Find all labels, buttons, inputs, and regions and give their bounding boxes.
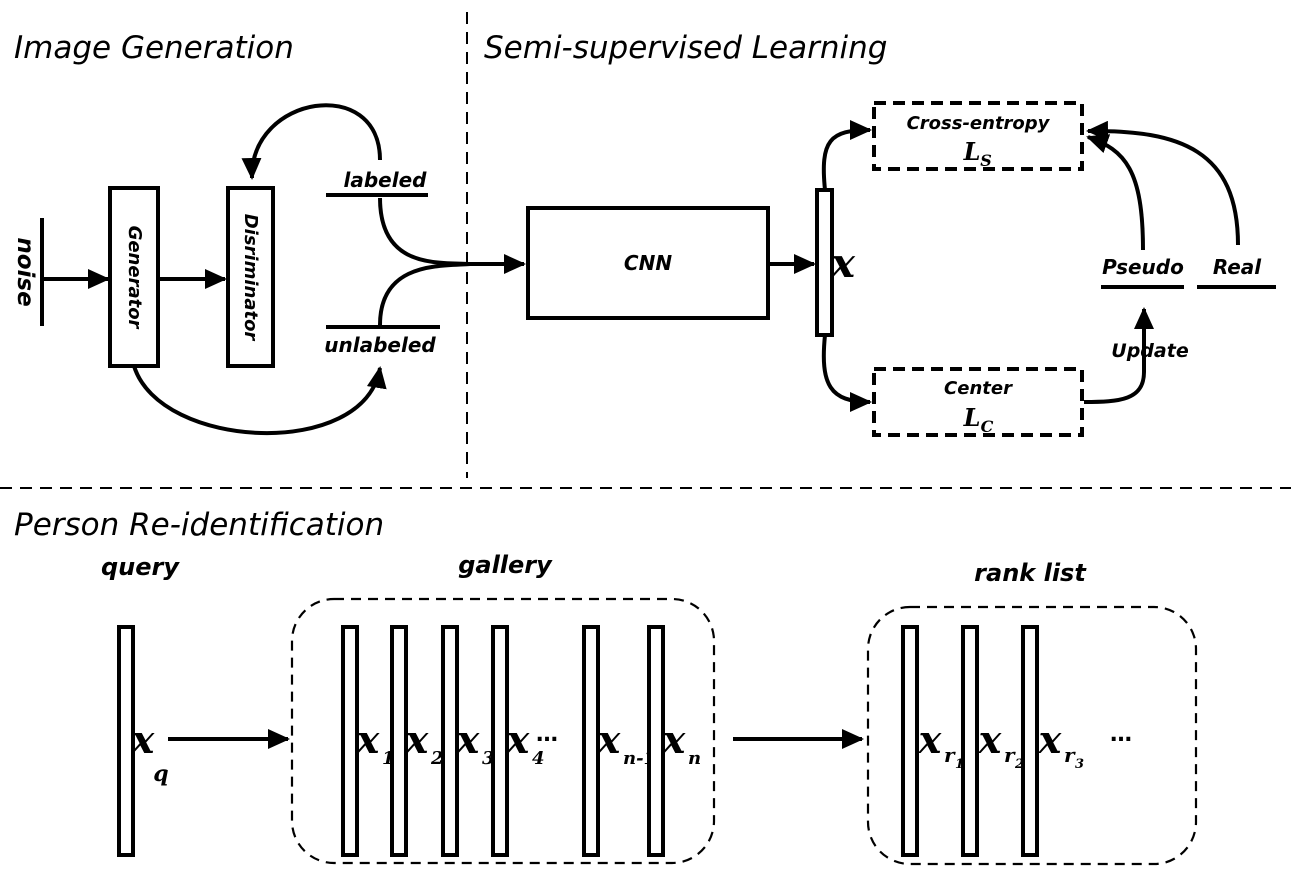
rank-vector-bar (901, 625, 919, 857)
gallery-vector-bar (582, 625, 600, 857)
rank-list-container (866, 605, 1198, 866)
labeled-label: labeled (344, 168, 428, 192)
center-to-pseudo-update-arrow (1083, 307, 1154, 404)
gallery-vector-bar (390, 625, 408, 857)
update-label: Update (1111, 340, 1189, 362)
gallery-vector-x: x (662, 717, 687, 762)
rank-vector-subsub: 3 (1075, 757, 1084, 772)
generator-to-unlabeled-arrow (132, 365, 387, 435)
feature-vector-bar (815, 188, 834, 337)
noise-label: noise (12, 237, 38, 306)
section-title-person-reid: Person Re-identification (14, 507, 384, 543)
rank-list-label: rank list (974, 559, 1087, 587)
pseudo-label: Pseudo (1102, 255, 1184, 279)
section-title-image-generation: Image Generation (14, 30, 294, 66)
discriminator-label: Disriminator (240, 214, 261, 342)
labeled-to-cnn-curve (378, 197, 471, 266)
cnn-box (526, 206, 770, 320)
rank-vector-x: x (918, 717, 943, 762)
gallery-vector-bar (491, 625, 509, 857)
rank-vector-subsub: 1 (955, 757, 964, 772)
feature-to-center-arrow (821, 334, 872, 412)
rank-vector-bar (961, 625, 979, 857)
query-sub: q (153, 761, 168, 787)
loss-s-sub: S (980, 151, 992, 170)
query-label: query (101, 553, 180, 581)
gallery-vector-bar (441, 625, 459, 857)
query-x: x (131, 717, 156, 762)
gallery-vector-x: x (456, 717, 481, 762)
gallery-vector-bar (647, 625, 665, 857)
discriminator-box (226, 186, 275, 368)
gallery-vector-sub: 4 (532, 748, 545, 769)
gallery-vector-x: x (597, 717, 622, 762)
center-box (872, 367, 1084, 437)
cross-entropy-box (872, 101, 1084, 171)
cnn-label: CNN (624, 251, 672, 275)
gallery-vector-x: x (356, 717, 381, 762)
real-label: Real (1213, 255, 1262, 279)
query-vector-bar (117, 625, 135, 857)
loss-s-main: L (963, 137, 981, 166)
gallery-vector-bar (341, 625, 359, 857)
loss-c-sub: C (981, 417, 994, 436)
rank-ellipsis: … (1110, 722, 1132, 747)
unlabeled-label: unlabeled (324, 333, 436, 357)
generator-label: Generator (124, 226, 145, 330)
gallery-vector-sub: n (688, 748, 701, 769)
gallery-vector-x: x (405, 717, 430, 762)
cross-entropy-label: Cross-entropy (907, 113, 1051, 134)
rank-vector-x: x (978, 717, 1003, 762)
gallery-vector-x: x (506, 717, 531, 762)
section-title-semi-supervised: Semi-supervised Learning (484, 30, 887, 66)
rank-vector-sub: r (1064, 743, 1076, 767)
labeled-to-discriminator-arrow (241, 103, 382, 180)
rank-vector-sub: r (1004, 743, 1016, 767)
real-to-cross-entropy-arrow (1086, 120, 1240, 246)
unlabeled-to-cnn-curve (378, 262, 471, 326)
rank-vector-bar (1021, 625, 1039, 857)
center-label: Center (944, 378, 1013, 399)
feature-x-label: x (830, 240, 856, 287)
gallery-container (290, 597, 716, 865)
gallery-ellipsis: … (536, 722, 558, 747)
gallery-label: gallery (458, 551, 553, 579)
rank-vector-sub: r (944, 743, 956, 767)
gallery-vector-sub: 2 (430, 748, 444, 769)
rank-vector-subsub: 2 (1014, 757, 1024, 772)
rank-vector-x: x (1038, 717, 1063, 762)
loss-c-main: L (963, 403, 981, 432)
pseudo-to-cross-entropy-arrow (1086, 134, 1145, 251)
feature-to-cross-entropy-arrow (821, 120, 872, 191)
